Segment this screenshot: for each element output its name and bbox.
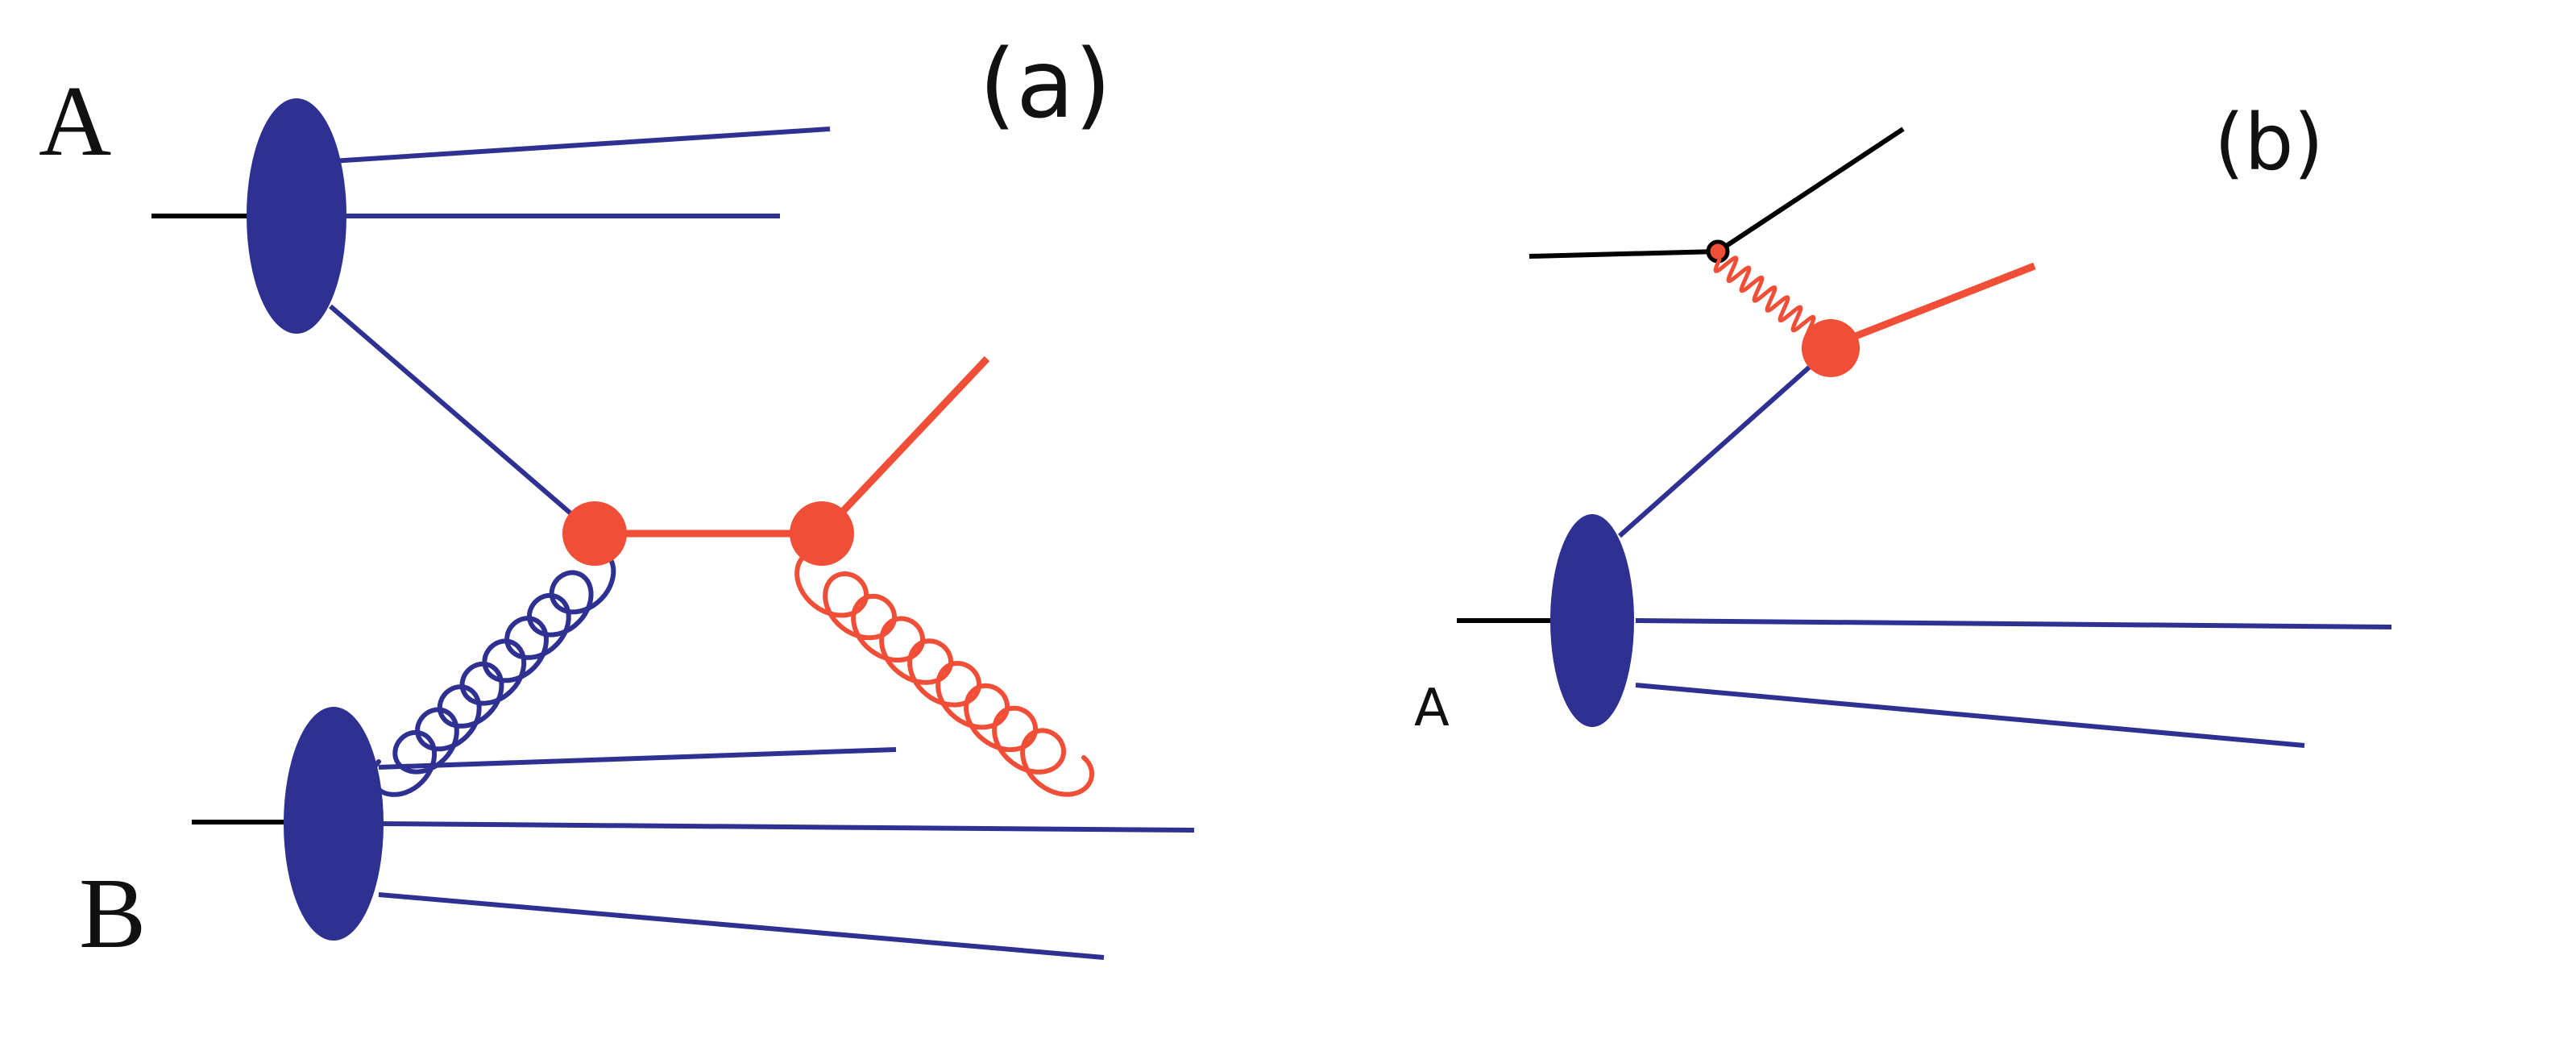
outgoing-gluon-a [794, 549, 1095, 797]
lepton-incoming [1529, 249, 1719, 259]
quark-line-b [1618, 346, 1832, 538]
hadron-b-spectator-3 [378, 892, 1105, 960]
hadron-a-spectator-1 [331, 127, 831, 164]
vertex-b [1802, 319, 1860, 377]
quark-line-a [329, 304, 594, 534]
hadron-b-label-text: B [79, 858, 146, 970]
outgoing-quark-b [1827, 262, 2036, 351]
outgoing-quark-a [819, 355, 990, 537]
hadron-a-label-b: A [1414, 679, 1450, 738]
hadron-a-b-blob [1550, 514, 1634, 727]
hadron-b-spectator-1 [378, 747, 897, 770]
panel-b: (b) A [1414, 98, 2392, 748]
hadron-a-blob [247, 98, 346, 334]
hadron-a-b-spectator-2 [1635, 683, 2305, 748]
hadron-a-b-spectator-1 [1635, 618, 2392, 629]
hadron-b-spectator-2 [378, 821, 1195, 833]
lepton-vertex [1706, 239, 1730, 264]
hadron-b-blob [284, 707, 384, 941]
virtual-photon [1713, 255, 1829, 343]
gluon-line-b [370, 547, 616, 797]
panel-a: (a) A A B [39, 28, 1195, 970]
vertex-2 [790, 501, 854, 566]
panel-a-label: (a) [979, 28, 1111, 139]
lepton-outgoing [1716, 127, 1905, 254]
panel-b-label: (b) [2214, 98, 2324, 188]
hadron-a-label: A [39, 66, 111, 177]
vertex-1 [562, 501, 627, 566]
